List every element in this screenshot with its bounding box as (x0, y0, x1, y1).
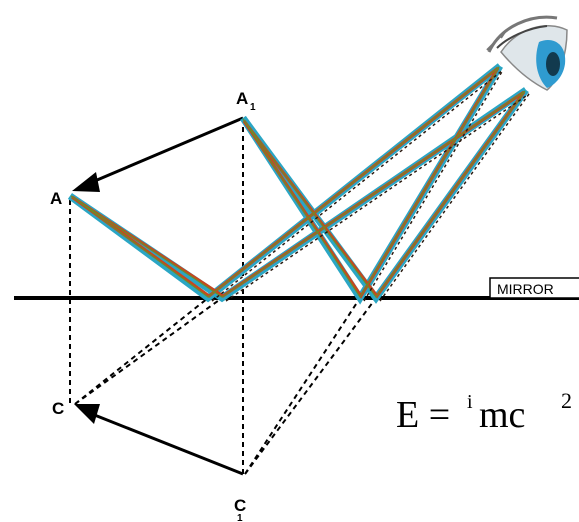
virtual-rays (74, 297, 377, 475)
eye-icon (486, 15, 568, 91)
svg-text:i: i (467, 391, 473, 413)
label-A: A (50, 189, 62, 208)
light-rays (67, 63, 530, 305)
arrow-C1-to-C (74, 404, 244, 476)
svg-text:E =: E = (396, 394, 450, 436)
label-C: C (52, 399, 64, 418)
arrow-A1-to-A (72, 116, 244, 192)
equation: E = i mc 2 (396, 388, 572, 436)
label-A1: A (236, 89, 248, 108)
svg-text:2: 2 (561, 388, 572, 413)
label-C1: C (234, 496, 246, 515)
svg-text:MIRROR: MIRROR (497, 281, 554, 297)
svg-text:mc: mc (479, 394, 525, 436)
label-C1-subscript: 1 (237, 513, 243, 522)
mirror-label: MIRROR (489, 277, 579, 299)
label-A1-subscript: 1 (250, 102, 256, 113)
